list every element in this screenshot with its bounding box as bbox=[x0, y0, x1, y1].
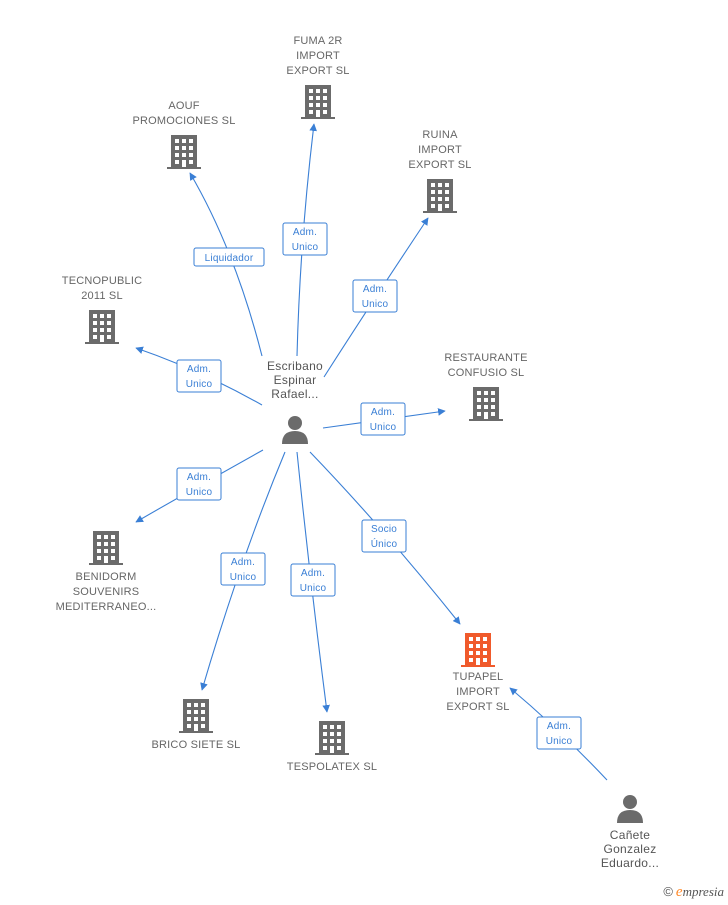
building-icon bbox=[179, 699, 213, 733]
building-icon bbox=[315, 721, 349, 755]
node-label-line: Escribano bbox=[267, 359, 323, 373]
edge-label-text: Adm. bbox=[301, 568, 325, 579]
node-label-line: TECNOPUBLIC bbox=[62, 275, 142, 287]
edge-label-frame bbox=[361, 519, 407, 553]
edge-label-text: Adm. bbox=[187, 364, 211, 375]
building-icon bbox=[167, 135, 201, 169]
edge-label-text: Único bbox=[371, 537, 398, 550]
edge-label-box[interactable]: Adm. Unico bbox=[290, 563, 336, 597]
edge-label-box[interactable]: Adm. Unico bbox=[220, 552, 266, 586]
edge-label-frame bbox=[220, 552, 266, 586]
node-aouf[interactable]: AOUF PROMOCIONES SL bbox=[132, 100, 235, 169]
edge-label-frame bbox=[360, 402, 406, 436]
edge-label-box[interactable]: Adm. Unico bbox=[352, 279, 398, 313]
edge-label-text: Adm. bbox=[187, 472, 211, 483]
node-canete[interactable]: CañeteGonzalezEduardo... bbox=[601, 795, 659, 870]
node-fuma2r[interactable]: FUMA 2R IMPORT EXPORT SL bbox=[286, 35, 349, 119]
node-tespolatex[interactable]: TESPOLATEX SL bbox=[287, 721, 377, 773]
node-label-line: RUINA bbox=[422, 129, 458, 141]
node-label-line: IMPORT bbox=[456, 686, 500, 698]
node-ruina[interactable]: RUINA IMPORT EXPORT SL bbox=[408, 129, 471, 213]
node-label-line: 2011 SL bbox=[81, 290, 123, 302]
node-label-line: PROMOCIONES SL bbox=[132, 115, 235, 127]
node-label-line: Eduardo... bbox=[601, 856, 659, 870]
node-label-line: EXPORT SL bbox=[286, 65, 349, 77]
node-label-line: AOUF bbox=[168, 100, 199, 112]
edge-label-box[interactable]: Adm. Unico bbox=[282, 222, 328, 256]
edge-label-text: Unico bbox=[300, 583, 327, 594]
edge-label-text: Adm. bbox=[547, 721, 571, 732]
node-label-line: EXPORT SL bbox=[446, 701, 509, 713]
edge-label-text: Unico bbox=[292, 242, 319, 253]
building-icon bbox=[301, 85, 335, 119]
node-tupapel[interactable]: TUPAPEL IMPORT EXPORT SL bbox=[446, 633, 509, 713]
brand-watermark: ©empresia bbox=[663, 884, 724, 901]
edge-label-text: Unico bbox=[546, 736, 573, 747]
edge-label-frame bbox=[282, 222, 328, 256]
edge-label-frame bbox=[352, 279, 398, 313]
copyright-icon: © bbox=[663, 884, 673, 899]
edge-label-text: Unico bbox=[362, 299, 389, 310]
node-label-line: Cañete bbox=[610, 828, 651, 842]
person-icon bbox=[617, 795, 643, 823]
node-label-line: RESTAURANTE bbox=[444, 352, 527, 364]
node-benidorm[interactable]: BENIDORM SOUVENIRS MEDITERRANEO... bbox=[56, 531, 157, 613]
node-brico[interactable]: BRICO SIETE SL bbox=[152, 699, 241, 751]
node-label-line: Gonzalez bbox=[603, 842, 656, 856]
edge-label-box[interactable]: Adm. Unico bbox=[176, 467, 222, 501]
building-icon bbox=[89, 531, 123, 565]
node-label-line: BENIDORM bbox=[76, 571, 137, 583]
edge-label-text: Unico bbox=[186, 379, 213, 390]
person-icon bbox=[282, 416, 308, 444]
edge-label-box[interactable]: Liquidador bbox=[193, 247, 265, 267]
edge-label-frame bbox=[176, 467, 222, 501]
node-label-line: EXPORT SL bbox=[408, 159, 471, 171]
edge-label-text: Adm. bbox=[371, 407, 395, 418]
edge-label-frame bbox=[193, 247, 265, 267]
node-label-line: Espinar bbox=[274, 373, 317, 387]
edge-label-text: Adm. bbox=[363, 284, 387, 295]
node-label-line: MEDITERRANEO... bbox=[56, 601, 157, 613]
node-label-line: IMPORT bbox=[418, 144, 462, 156]
node-label-line: IMPORT bbox=[296, 50, 340, 62]
node-label-line: BRICO SIETE SL bbox=[152, 739, 241, 751]
edge-label-text: Socio bbox=[371, 524, 397, 535]
edge-label-box[interactable]: Adm. Unico bbox=[360, 402, 406, 436]
node-label-line: Rafael... bbox=[271, 387, 318, 401]
node-escribano[interactable]: EscribanoEspinarRafael... bbox=[267, 359, 323, 444]
edge-label-text: Adm. bbox=[293, 227, 317, 238]
node-label-line: TESPOLATEX SL bbox=[287, 761, 377, 773]
edge-label-text: Unico bbox=[230, 572, 257, 583]
edge-label-frame bbox=[176, 359, 222, 393]
edge-label-text: Liquidador bbox=[205, 253, 254, 264]
edge-label-text: Unico bbox=[370, 422, 397, 433]
node-tecnopublic[interactable]: TECNOPUBLIC 2011 SL bbox=[62, 275, 142, 344]
building-icon bbox=[85, 310, 119, 344]
edge-label-text: Adm. bbox=[231, 557, 255, 568]
brand-logo-initial: e bbox=[675, 884, 683, 900]
node-label-line: TUPAPEL bbox=[453, 671, 504, 683]
building-icon bbox=[469, 387, 503, 421]
edge-label-box[interactable]: Adm. Unico bbox=[176, 359, 222, 393]
node-label-line: CONFUSIO SL bbox=[448, 367, 525, 379]
building-icon bbox=[423, 179, 457, 213]
brand-logo-text: mpresia bbox=[682, 884, 724, 899]
node-label-line: SOUVENIRS bbox=[73, 586, 140, 598]
edge-label-frame bbox=[536, 716, 582, 750]
edge-label-frame bbox=[290, 563, 336, 597]
edge-label-text: Unico bbox=[186, 487, 213, 498]
node-label-line: FUMA 2R bbox=[293, 35, 342, 47]
building-icon bbox=[461, 633, 495, 667]
edge-label-box[interactable]: Adm. Unico bbox=[536, 716, 582, 750]
node-restaurante[interactable]: RESTAURANTE CONFUSIO SL bbox=[444, 352, 527, 421]
